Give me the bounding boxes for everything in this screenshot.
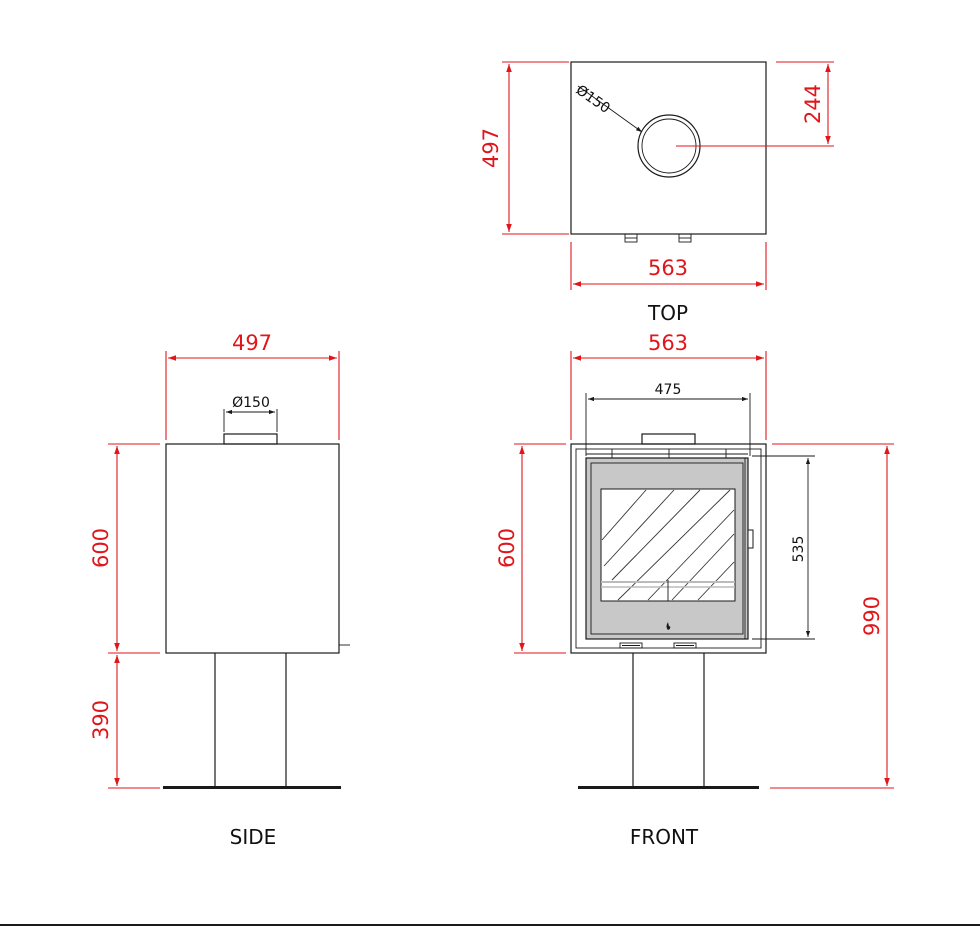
side-depth-label: 497 xyxy=(232,331,272,355)
side-flue-diameter-label: Ø150 xyxy=(232,395,270,411)
front-view: 563 475 600 535 990 FRONT xyxy=(495,331,894,849)
side-pedestal-height-label: 390 xyxy=(89,700,113,740)
front-body-height-label: 600 xyxy=(495,528,519,568)
side-body-height-label: 600 xyxy=(89,528,113,568)
side-view-flue-collar xyxy=(223,433,278,445)
front-door-height-label: 535 xyxy=(791,536,807,563)
front-view-flue-collar xyxy=(641,433,696,445)
flame-logo-icon xyxy=(666,622,671,630)
front-view-feet xyxy=(619,642,697,649)
side-view-label: SIDE xyxy=(230,825,277,849)
front-total-height-label: 990 xyxy=(860,596,884,636)
side-view-body-outline xyxy=(165,443,340,654)
front-width-label: 563 xyxy=(648,331,688,355)
front-view-base-plate xyxy=(578,786,759,789)
top-depth-label: 497 xyxy=(479,128,503,168)
top-flue-diameter-label: Ø150 xyxy=(573,82,613,117)
top-view-label: TOP xyxy=(647,301,688,325)
front-door-width-label: 475 xyxy=(655,382,682,398)
top-view-body-outline xyxy=(570,61,767,235)
side-view-base-plate xyxy=(163,786,341,789)
top-view: Ø150 497 563 244 TOP xyxy=(479,61,834,325)
front-view-label: FRONT xyxy=(630,825,699,849)
side-view: Ø150 497 600 390 SIDE xyxy=(89,331,350,849)
top-flue-offset-label: 244 xyxy=(801,84,825,124)
top-width-label: 563 xyxy=(648,256,688,280)
front-view-door-handle xyxy=(747,529,754,549)
front-view-body-outline xyxy=(570,443,767,654)
top-view-feet xyxy=(624,233,692,243)
